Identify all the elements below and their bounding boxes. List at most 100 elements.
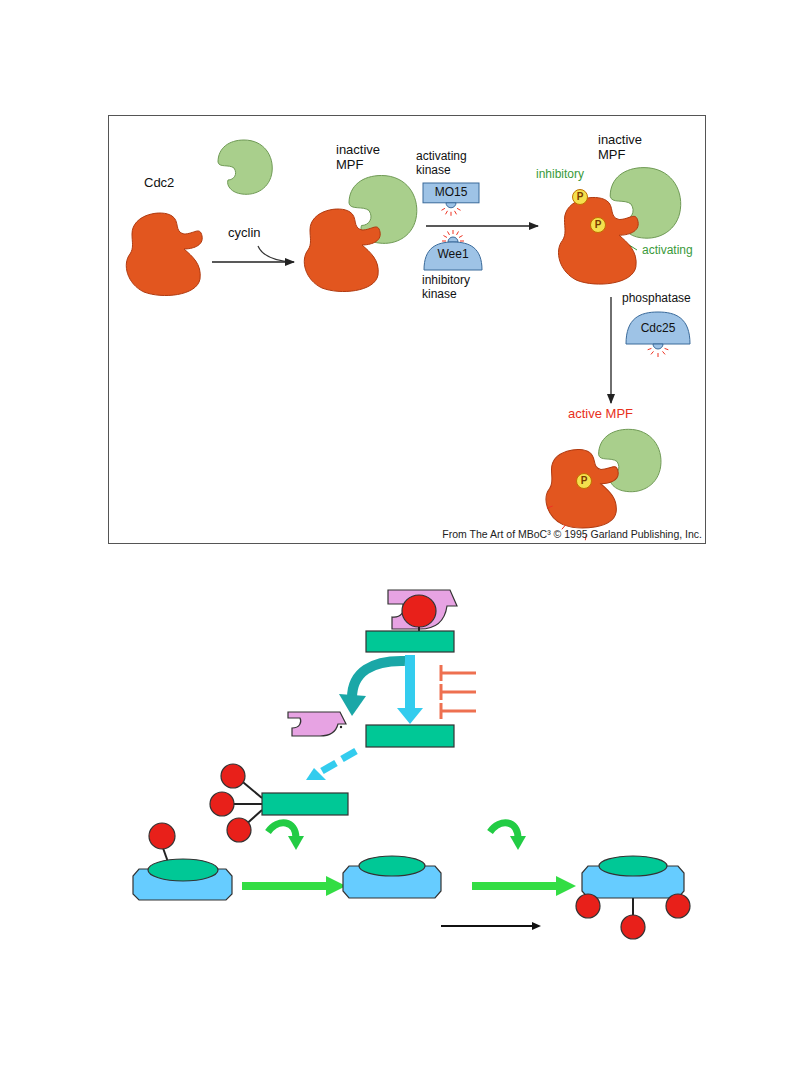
kinase-knob: [446, 203, 456, 208]
activity-ray: [451, 212, 452, 216]
reaction-arrow: [426, 225, 538, 226]
dashed-arrow: [306, 768, 326, 780]
activity-ray: [457, 208, 460, 210]
inhibition-bars: [440, 665, 443, 681]
activity-ray: [547, 506, 553, 508]
pink-claw-released: [288, 712, 346, 736]
protein-label: MO15: [428, 186, 474, 200]
protein-label: inactive MPF: [336, 143, 396, 173]
protein-node: inactive MPF: [296, 143, 424, 293]
green-bar: [366, 725, 454, 747]
phosphorylated-bar: [227, 818, 251, 842]
cyclin-protein: [218, 140, 272, 194]
green-bar: [366, 725, 454, 747]
phosphorylated-bar: [210, 792, 234, 816]
pink-claw-released: [288, 712, 346, 736]
activity-ray: [441, 208, 444, 210]
time-arrow: [532, 922, 541, 930]
phosphate-circle: [591, 218, 606, 233]
red-ball: [402, 595, 436, 627]
teal-curved-arrow: [339, 694, 366, 716]
green-arrow: [556, 876, 576, 896]
node-shape: [118, 176, 210, 296]
protein-label: inactive MPF: [598, 133, 658, 163]
teal-curved-arrow: [352, 661, 405, 698]
protein-label: phosphatase: [622, 292, 694, 306]
inhibition-bars: [442, 672, 476, 675]
inhibition-bars: [440, 703, 443, 719]
activity-ray: [446, 211, 448, 214]
cdc2-protein: [558, 197, 638, 284]
activity-ray: [648, 348, 652, 349]
red-ball: [402, 595, 436, 631]
green-curl-arrow: [510, 836, 526, 850]
protein-label: Cdc2: [144, 176, 194, 191]
activity-ray: [460, 241, 464, 242]
pink-claw: [388, 590, 457, 629]
protein-node: Pactive MPF: [532, 405, 672, 529]
substrate-right: [576, 856, 690, 939]
substrate-left: [148, 859, 218, 881]
phosphorylated-bar: [210, 764, 348, 842]
substrate-right: [632, 898, 634, 915]
activity-ray: [651, 351, 654, 354]
pink-claw: [388, 590, 457, 629]
substrate-right: [599, 856, 667, 876]
inhibition-bars: [442, 691, 476, 694]
kinase-box: [423, 183, 479, 203]
green-curl-arrow: [268, 823, 296, 838]
cyclin-binding-curve: [258, 246, 292, 262]
dashed-arrow: [306, 751, 356, 780]
green-bar: [366, 631, 454, 652]
protein-label: Cdc25: [633, 322, 683, 336]
kinase-blob: [424, 242, 482, 270]
cyan-down-arrow: [397, 708, 423, 724]
dashed-arrow: [322, 763, 336, 771]
green-curl-arrow: [490, 823, 518, 838]
phospho-letter: P: [572, 189, 588, 205]
substrate-right: [666, 894, 690, 918]
protein-node: Cdc2: [118, 176, 210, 296]
phospho-site: P: [590, 217, 607, 234]
activity-ray: [457, 231, 459, 234]
phospho-letter: P: [576, 473, 592, 489]
protein-label: Wee1: [431, 248, 475, 262]
activity-ray: [453, 230, 454, 234]
green-arrow: [242, 882, 330, 890]
phosphorylated-bar: [262, 793, 348, 815]
phospho-letter: P: [590, 217, 606, 233]
cdc2-protein: [126, 213, 202, 296]
substrate-left: [149, 823, 175, 849]
protein-node: Wee1 inhibitory kinase: [422, 234, 487, 306]
node-shape: [532, 405, 672, 529]
activity-ray: [442, 241, 446, 242]
protein-label: active MPF: [568, 407, 658, 422]
inhibition-bars: [440, 684, 443, 700]
cdc2-protein: [304, 209, 380, 292]
copyright-note: From The Art of MBoC³ © 1995 Garland Pub…: [400, 528, 702, 540]
site-label: activating: [642, 244, 704, 258]
protein-label: inhibitory kinase: [422, 274, 486, 302]
substrate-right: [576, 894, 600, 918]
panel-frame: [109, 116, 706, 544]
reaction-arrow: [212, 261, 294, 262]
protein-node: cyclin: [210, 138, 277, 244]
teal-curved-arrow: [339, 661, 405, 716]
substrate-left: [133, 823, 232, 900]
protein-node: phosphataseCdc25: [622, 292, 695, 366]
substrate-middle: [343, 856, 441, 898]
protein-node: activating kinaseMO15: [416, 150, 487, 216]
kinase-knob: [448, 237, 458, 242]
phosphate-circle: [573, 190, 588, 205]
phosphatase-knob: [653, 344, 663, 349]
protein-label: cyclin: [228, 226, 276, 241]
green-curl-arrow: [268, 823, 526, 850]
inhibition-bars: [441, 665, 476, 719]
activity-ray: [459, 236, 462, 238]
protein-node: PPinactive MPF: [540, 133, 690, 295]
phosphate-circle: [577, 474, 592, 489]
substrate-right: [621, 915, 645, 939]
phosphorylated-bar: [221, 764, 245, 788]
green-bar: [366, 631, 454, 652]
